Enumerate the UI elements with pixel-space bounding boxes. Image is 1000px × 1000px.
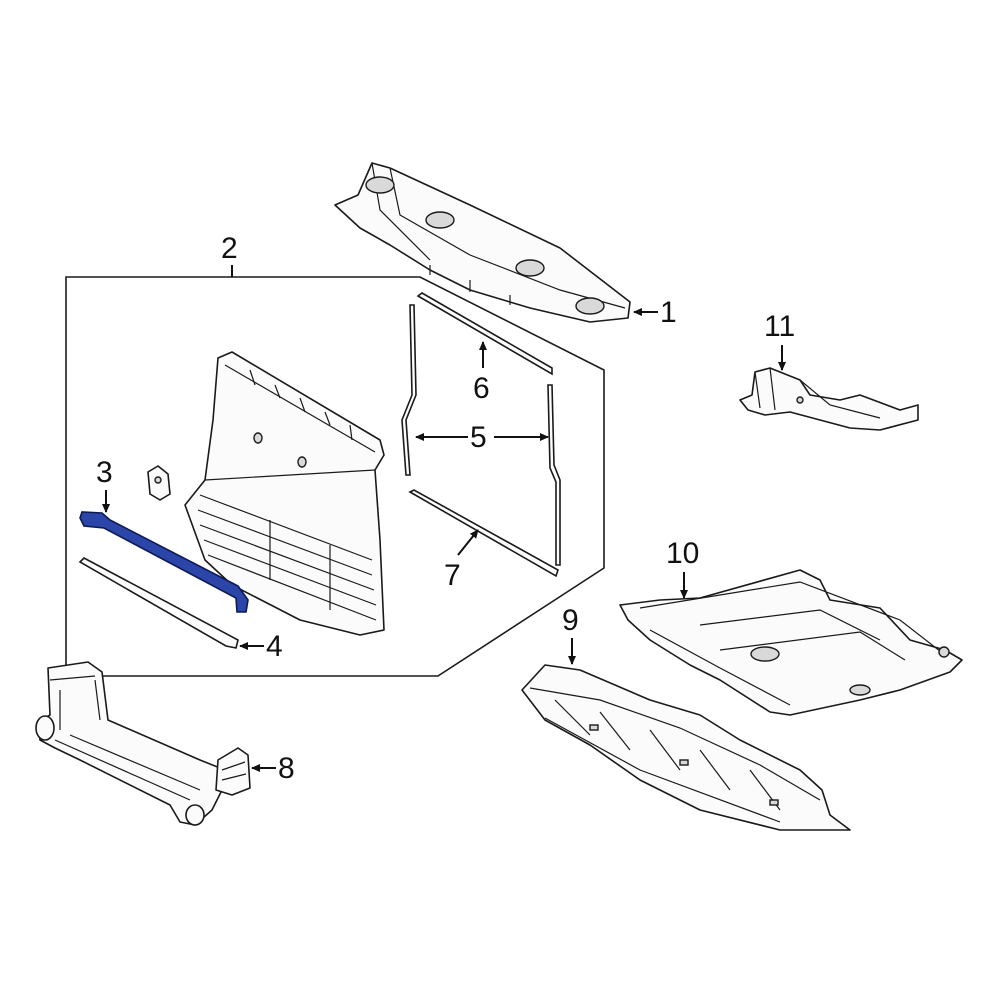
callout-2: 2 [221, 232, 238, 265]
part-9-splash-shield[interactable] [521, 664, 851, 831]
callout-10: 10 [666, 537, 699, 570]
part-11-bracket[interactable] [739, 367, 919, 431]
callout-7: 7 [444, 559, 461, 592]
part-6-upper-seal[interactable] [416, 292, 553, 376]
part-10-under-cover[interactable] [619, 569, 963, 716]
part-7-lower-seal[interactable] [408, 489, 559, 578]
callout-6: 6 [473, 372, 490, 405]
callout-3: 3 [96, 456, 113, 489]
part-3-seal-highlighted[interactable] [79, 511, 249, 613]
leader-7 [457, 529, 479, 556]
callout-1: 1 [660, 296, 677, 329]
callout-8: 8 [278, 752, 295, 785]
callout-5: 5 [470, 421, 487, 454]
callout-9: 9 [562, 604, 579, 637]
part-5-side-seals[interactable] [401, 304, 561, 566]
callout-11: 11 [764, 310, 795, 343]
part-4-lower-seal[interactable] [78, 557, 239, 649]
callout-4: 4 [266, 630, 283, 663]
part-8-air-duct[interactable] [35, 661, 251, 826]
part-2-air-shutter[interactable] [184, 351, 385, 636]
part-1-upper-cover[interactable] [334, 162, 631, 323]
